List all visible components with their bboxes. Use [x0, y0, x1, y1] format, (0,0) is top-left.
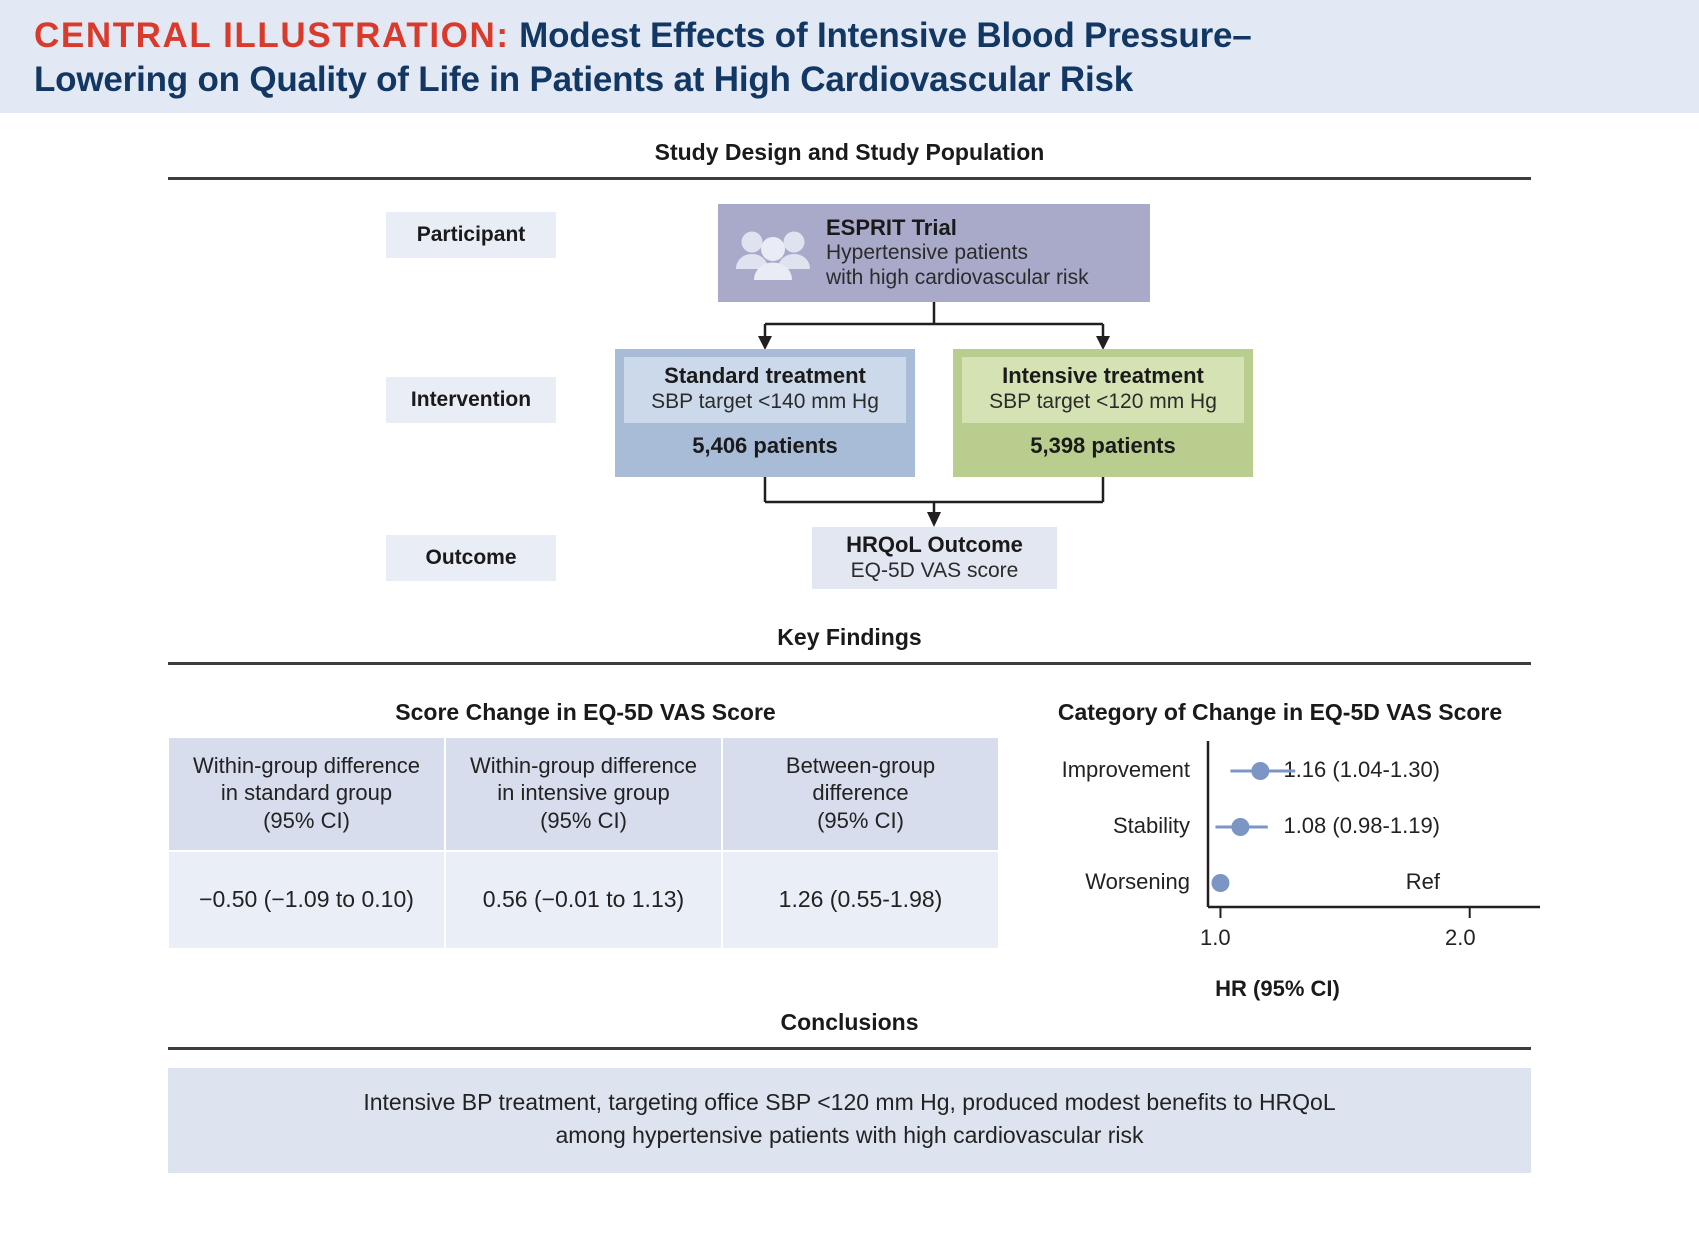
outcome-title: HRQoL Outcome [846, 532, 1023, 557]
page-title-line-1: CENTRAL ILLUSTRATION: Modest Effects of … [34, 14, 1665, 58]
table-header-cell-standard: Within-group difference in standard grou… [169, 738, 444, 850]
study-design-flow: Participant Intervention Outcome ESPRIT … [0, 184, 1699, 624]
title-banner: CENTRAL ILLUSTRATION: Modest Effects of … [0, 0, 1699, 113]
x-tick-label-2: 2.0 [1445, 925, 1476, 950]
forest-value-improvement: 1.16 (1.04-1.30) [1283, 757, 1440, 782]
participant-title: ESPRIT Trial [826, 215, 957, 241]
arm-intensive-target: SBP target <120 mm Hg [989, 390, 1217, 414]
study-design-section: Study Design and Study Population Partic… [0, 139, 1699, 624]
table-cell-standard-value: −0.50 (−1.09 to 0.10) [169, 851, 444, 948]
arm-standard-name: Standard treatment [664, 363, 866, 388]
table-cell-intensive-value: 0.56 (−0.01 to 1.13) [446, 851, 721, 948]
header-intensive-line-2: in intensive group [497, 780, 670, 806]
study-design-header: Study Design and Study Population [654, 139, 1045, 165]
conclusions-rule [168, 1047, 1531, 1050]
header-between-line-1: Between-group [785, 753, 936, 778]
outcome-box: HRQoL Outcome EQ-5D VAS score [812, 527, 1057, 589]
row-label-outcome: Outcome [386, 535, 556, 581]
arm-intensive-inner: Intensive treatment SBP target <120 mm H… [962, 357, 1244, 423]
forest-value-stability: 1.08 (0.98-1.19) [1283, 813, 1440, 838]
conclusions-box: Intensive BP treatment, targeting office… [168, 1068, 1531, 1174]
outcome-subtitle: EQ-5D VAS score [850, 559, 1019, 583]
header-standard-line-3: (95% CI) [263, 807, 350, 833]
table-header-row: Within-group difference in standard grou… [169, 738, 998, 850]
participant-line-2: with high cardiovascular risk [826, 265, 1089, 289]
table-cell-between-value: 1.26 (0.55-1.98) [723, 851, 998, 948]
row-label-participant: Participant [386, 212, 556, 258]
row-label-intervention: Intervention [386, 377, 556, 423]
key-findings-rule [168, 662, 1531, 665]
arm-standard-count: 5,406 patients [692, 432, 838, 458]
conclusions-line-1: Intensive BP treatment, targeting office… [363, 1089, 1336, 1115]
arm-box-intensive: Intensive treatment SBP target <120 mm H… [953, 349, 1253, 477]
arm-box-standard: Standard treatment SBP target <140 mm Hg… [615, 349, 915, 477]
header-standard-line-1: Within-group difference [192, 753, 421, 778]
forest-value-worsening: Ref [1405, 869, 1440, 894]
header-intensive-line-1: Within-group difference [469, 753, 698, 778]
arm-intensive-count: 5,398 patients [1030, 432, 1176, 458]
table-header-cell-between: Between-group difference (95% CI) [723, 738, 998, 850]
forest-plot: Improvement Stability Worsening 1.16 (1.… [1005, 733, 1550, 1001]
arm-standard-inner: Standard treatment SBP target <140 mm Hg [624, 357, 906, 423]
participant-line-1: Hypertensive patients [826, 241, 1028, 265]
forest-category-improvement: Improvement [1061, 757, 1190, 782]
conclusions-line-2: among hypertensive patients with high ca… [555, 1121, 1144, 1148]
header-between-line-3: (95% CI) [817, 807, 904, 833]
key-findings-header: Key Findings [777, 624, 922, 650]
category-change-panel-title: Category of Change in EQ-5D VAS Score [1057, 699, 1503, 725]
forest-plot-canvas [1206, 741, 1540, 918]
page-title-line-2: Lowering on Quality of Life in Patients … [34, 60, 1134, 100]
central-illustration-tag: CENTRAL ILLUSTRATION: [34, 16, 510, 55]
conclusions-section: Conclusions Intensive BP treatment, targ… [0, 1009, 1699, 1174]
table-row: −0.50 (−1.09 to 0.10) 0.56 (−0.01 to 1.1… [169, 851, 998, 948]
table-header-cell-intensive: Within-group difference in intensive gro… [446, 738, 721, 850]
forest-category-stability: Stability [1112, 813, 1190, 838]
study-design-rule [168, 177, 1531, 180]
score-change-panel-title: Score Change in EQ-5D VAS Score [395, 699, 776, 725]
arm-intensive-name: Intensive treatment [1002, 363, 1204, 388]
hr-axis-caption: HR (95% CI) [1215, 976, 1340, 1001]
key-findings-body: Score Change in EQ-5D VAS Score Category… [0, 673, 1699, 1003]
page-title-part-1: Modest Effects of Intensive Blood Pressu… [509, 16, 1252, 55]
key-findings-section: Key Findings Score Change in EQ-5D VAS S… [0, 624, 1699, 1003]
arm-standard-target: SBP target <140 mm Hg [651, 390, 879, 414]
x-tick-label-1: 1.0 [1200, 925, 1231, 950]
header-between-line-2: difference [812, 780, 909, 806]
header-intensive-line-3: (95% CI) [540, 807, 627, 833]
header-standard-line-2: in standard group [220, 780, 393, 806]
participant-box: ESPRIT Trial Hypertensive patients with … [718, 204, 1150, 302]
conclusions-header: Conclusions [780, 1009, 919, 1035]
people-icon [736, 231, 810, 280]
forest-category-worsening: Worsening [1085, 869, 1190, 894]
score-change-table: Within-group difference in standard grou… [167, 736, 1000, 950]
